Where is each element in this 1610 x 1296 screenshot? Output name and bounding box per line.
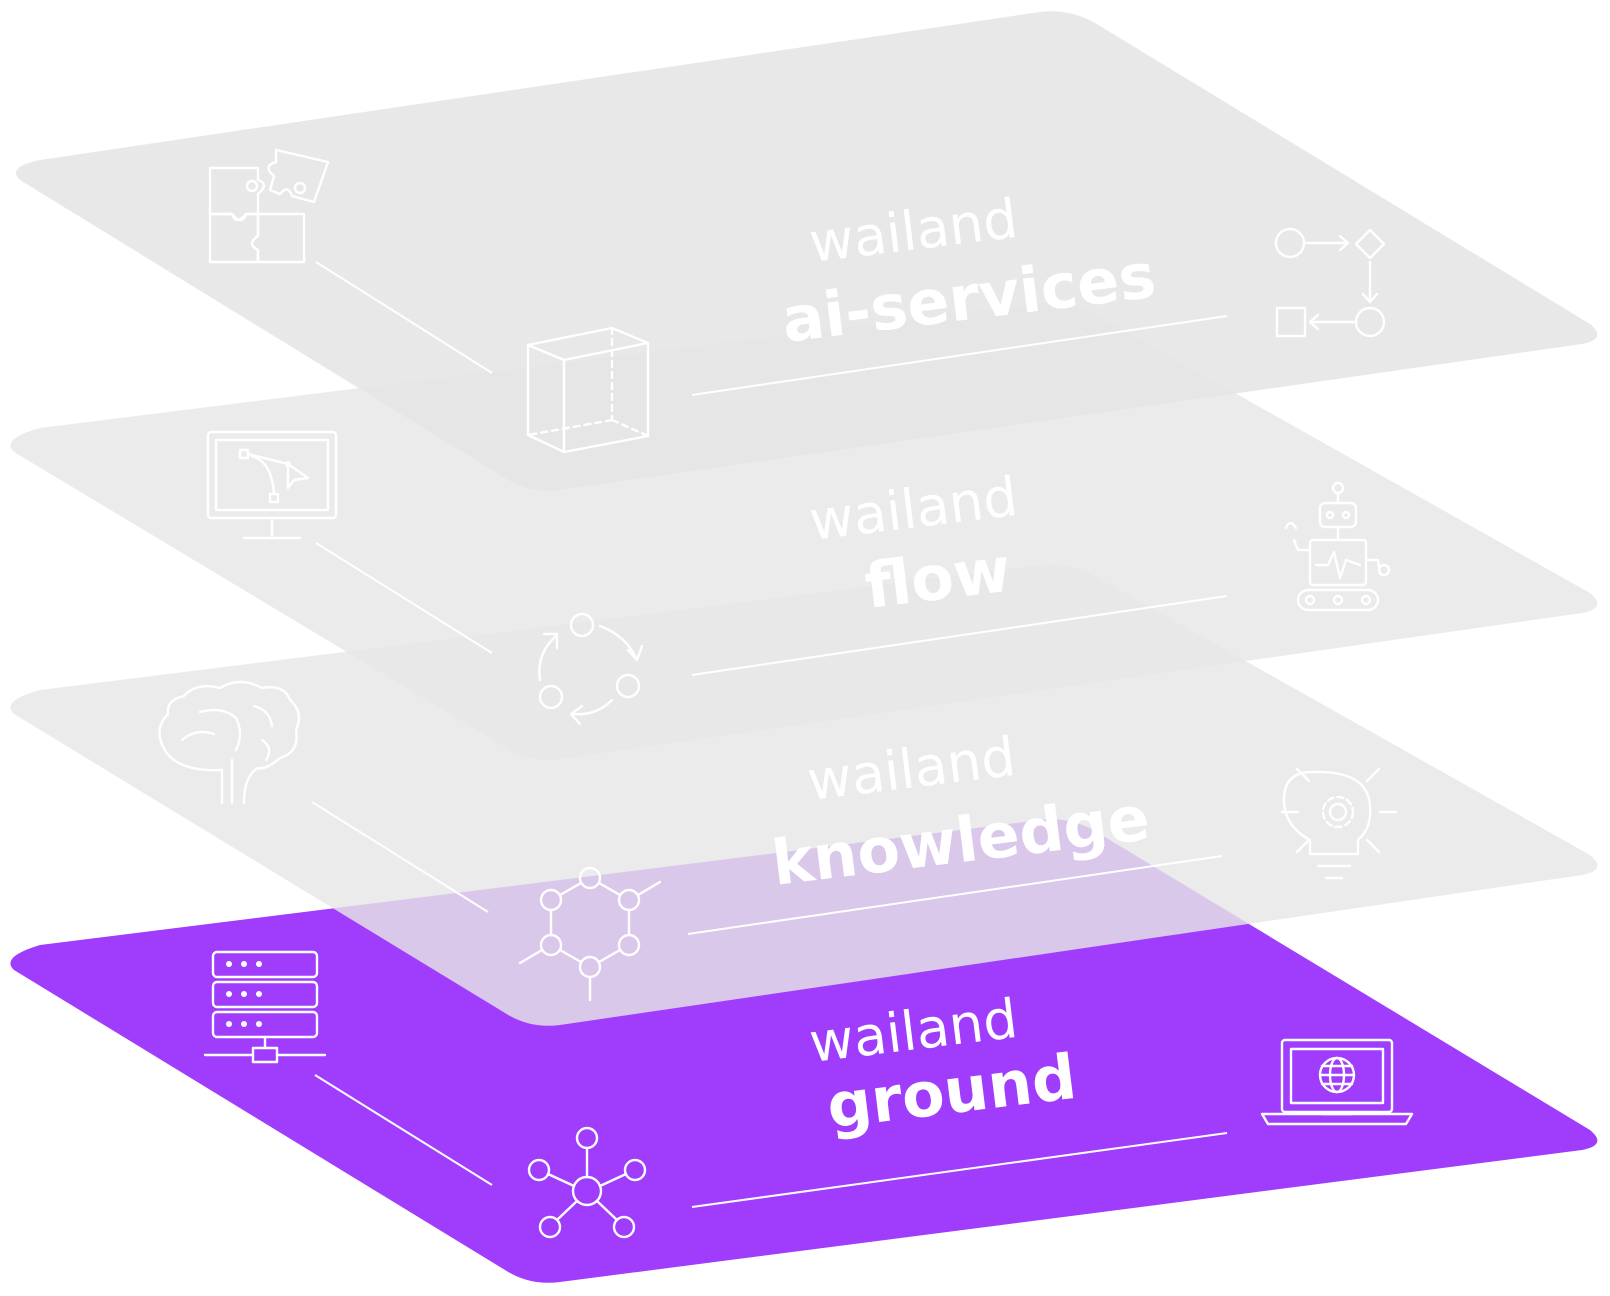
hexagon-network-icon — [518, 866, 662, 1002]
layer-ai-services-plate — [15, 11, 1598, 491]
cycle-icon — [538, 612, 644, 726]
connector-line — [311, 801, 489, 913]
connector-line — [691, 1132, 1228, 1208]
cube-icon — [526, 326, 650, 454]
monitor-bezier-icon — [206, 430, 338, 540]
connector-line — [315, 542, 493, 654]
hub-network-icon — [527, 1126, 647, 1239]
server-icon — [203, 950, 327, 1064]
lightbulb-gear-icon — [1280, 767, 1398, 880]
layer-ai-services: wailand ai-services — [15, 11, 1598, 491]
puzzle-icon — [208, 148, 330, 264]
laptop-globe-icon — [1260, 1038, 1414, 1126]
connector-line — [687, 855, 1223, 935]
robot-icon — [1284, 481, 1391, 612]
brain-icon — [158, 680, 301, 805]
process-flow-icon — [1274, 227, 1386, 338]
connector-line — [314, 1074, 493, 1186]
layer-flow-title: flow — [861, 533, 1015, 623]
connector-line — [315, 261, 493, 374]
connector-line — [691, 595, 1228, 676]
connector-line — [691, 315, 1228, 396]
